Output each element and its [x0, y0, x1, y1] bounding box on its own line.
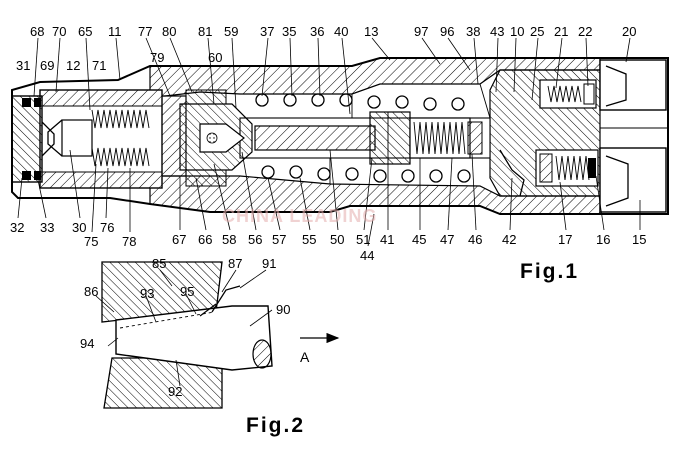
label-13: 13	[364, 24, 378, 39]
label-46: 46	[468, 232, 482, 247]
label-70: 70	[52, 24, 66, 39]
lower-port-15	[599, 147, 667, 213]
poppet-cone	[199, 123, 245, 153]
label-58: 58	[222, 232, 236, 247]
label-94: 94	[80, 336, 94, 351]
label-75: 75	[84, 234, 98, 249]
label-59: 59	[224, 24, 238, 39]
label-12: 12	[66, 58, 80, 73]
label-57: 57	[272, 232, 286, 247]
label-41: 41	[380, 232, 394, 247]
watermark: CHINA LEADING	[222, 206, 377, 226]
label-81: 81	[198, 24, 212, 39]
label-20: 20	[622, 24, 636, 39]
label-50: 50	[330, 232, 344, 247]
fig1-labels-inner: 31 69 12 71 79 60	[16, 50, 222, 73]
fig2-caption: Fig.2	[246, 414, 305, 437]
spring-76	[91, 147, 150, 167]
bit-shank-90	[115, 305, 273, 371]
fig1-labels-bottom: 32 33 30 76 75 78 67 66 58 56 57 55 50 5…	[10, 220, 646, 263]
fig1-labels-top: 68 70 65 11 77 80 81 59 37 35 36 40 13 9…	[30, 24, 636, 39]
label-44: 44	[360, 248, 374, 263]
label-37: 37	[260, 24, 274, 39]
fig2-detail	[101, 261, 340, 409]
label-11: 11	[108, 24, 122, 39]
fig2-labels: 85 87 91 86 93 95 90 94 92 A	[80, 256, 310, 399]
label-79: 79	[150, 50, 164, 65]
label-51: 51	[356, 232, 370, 247]
spring-16	[555, 155, 590, 181]
piston-rod	[254, 125, 376, 151]
label-40: 40	[334, 24, 348, 39]
label-31: 31	[16, 58, 30, 73]
fig1-leader-lines	[17, 37, 641, 247]
label-77: 77	[138, 24, 152, 39]
label-71: 71	[92, 58, 106, 73]
housing-lower-wall	[149, 175, 601, 215]
label-55: 55	[302, 232, 316, 247]
label-32: 32	[10, 220, 24, 235]
label-43: 43	[490, 24, 504, 39]
label-10: 10	[510, 24, 524, 39]
label-21: 21	[554, 24, 568, 39]
label-96: 96	[440, 24, 454, 39]
housing-upper-wall	[149, 57, 601, 97]
label-69: 69	[40, 58, 54, 73]
label-91: 91	[262, 256, 276, 271]
label-68: 68	[30, 24, 44, 39]
piston-head	[369, 111, 411, 165]
label-86: 86	[84, 284, 98, 299]
label-95: 95	[180, 284, 194, 299]
label-35: 35	[282, 24, 296, 39]
label-80: 80	[162, 24, 176, 39]
label-38: 38	[466, 24, 480, 39]
label-47: 47	[440, 232, 454, 247]
arrow-label-a: A	[300, 349, 310, 365]
fig1-caption: Fig.1	[520, 260, 579, 283]
spring-45	[413, 121, 466, 155]
label-97: 97	[414, 24, 428, 39]
bit-end-section	[252, 339, 272, 369]
end-plug	[11, 95, 43, 183]
label-30: 30	[72, 220, 86, 235]
spring-71	[91, 109, 150, 129]
label-93: 93	[140, 286, 154, 301]
label-92: 92	[168, 384, 182, 399]
label-42: 42	[502, 232, 516, 247]
label-67: 67	[172, 232, 186, 247]
collar	[159, 95, 187, 177]
label-45: 45	[412, 232, 426, 247]
fig1-assembly	[11, 57, 669, 215]
spring-21	[547, 85, 582, 103]
label-15: 15	[632, 232, 646, 247]
label-25: 25	[530, 24, 544, 39]
fig2-leader-lines	[95, 269, 273, 387]
label-17: 17	[558, 232, 572, 247]
label-65: 65	[78, 24, 92, 39]
label-22: 22	[578, 24, 592, 39]
label-76: 76	[100, 220, 114, 235]
label-16: 16	[596, 232, 610, 247]
label-66: 66	[198, 232, 212, 247]
label-87: 87	[228, 256, 242, 271]
label-85: 85	[152, 256, 166, 271]
label-90: 90	[276, 302, 290, 317]
label-60: 60	[208, 50, 222, 65]
label-78: 78	[122, 234, 136, 249]
label-36: 36	[310, 24, 324, 39]
label-56: 56	[248, 232, 262, 247]
label-33: 33	[40, 220, 54, 235]
